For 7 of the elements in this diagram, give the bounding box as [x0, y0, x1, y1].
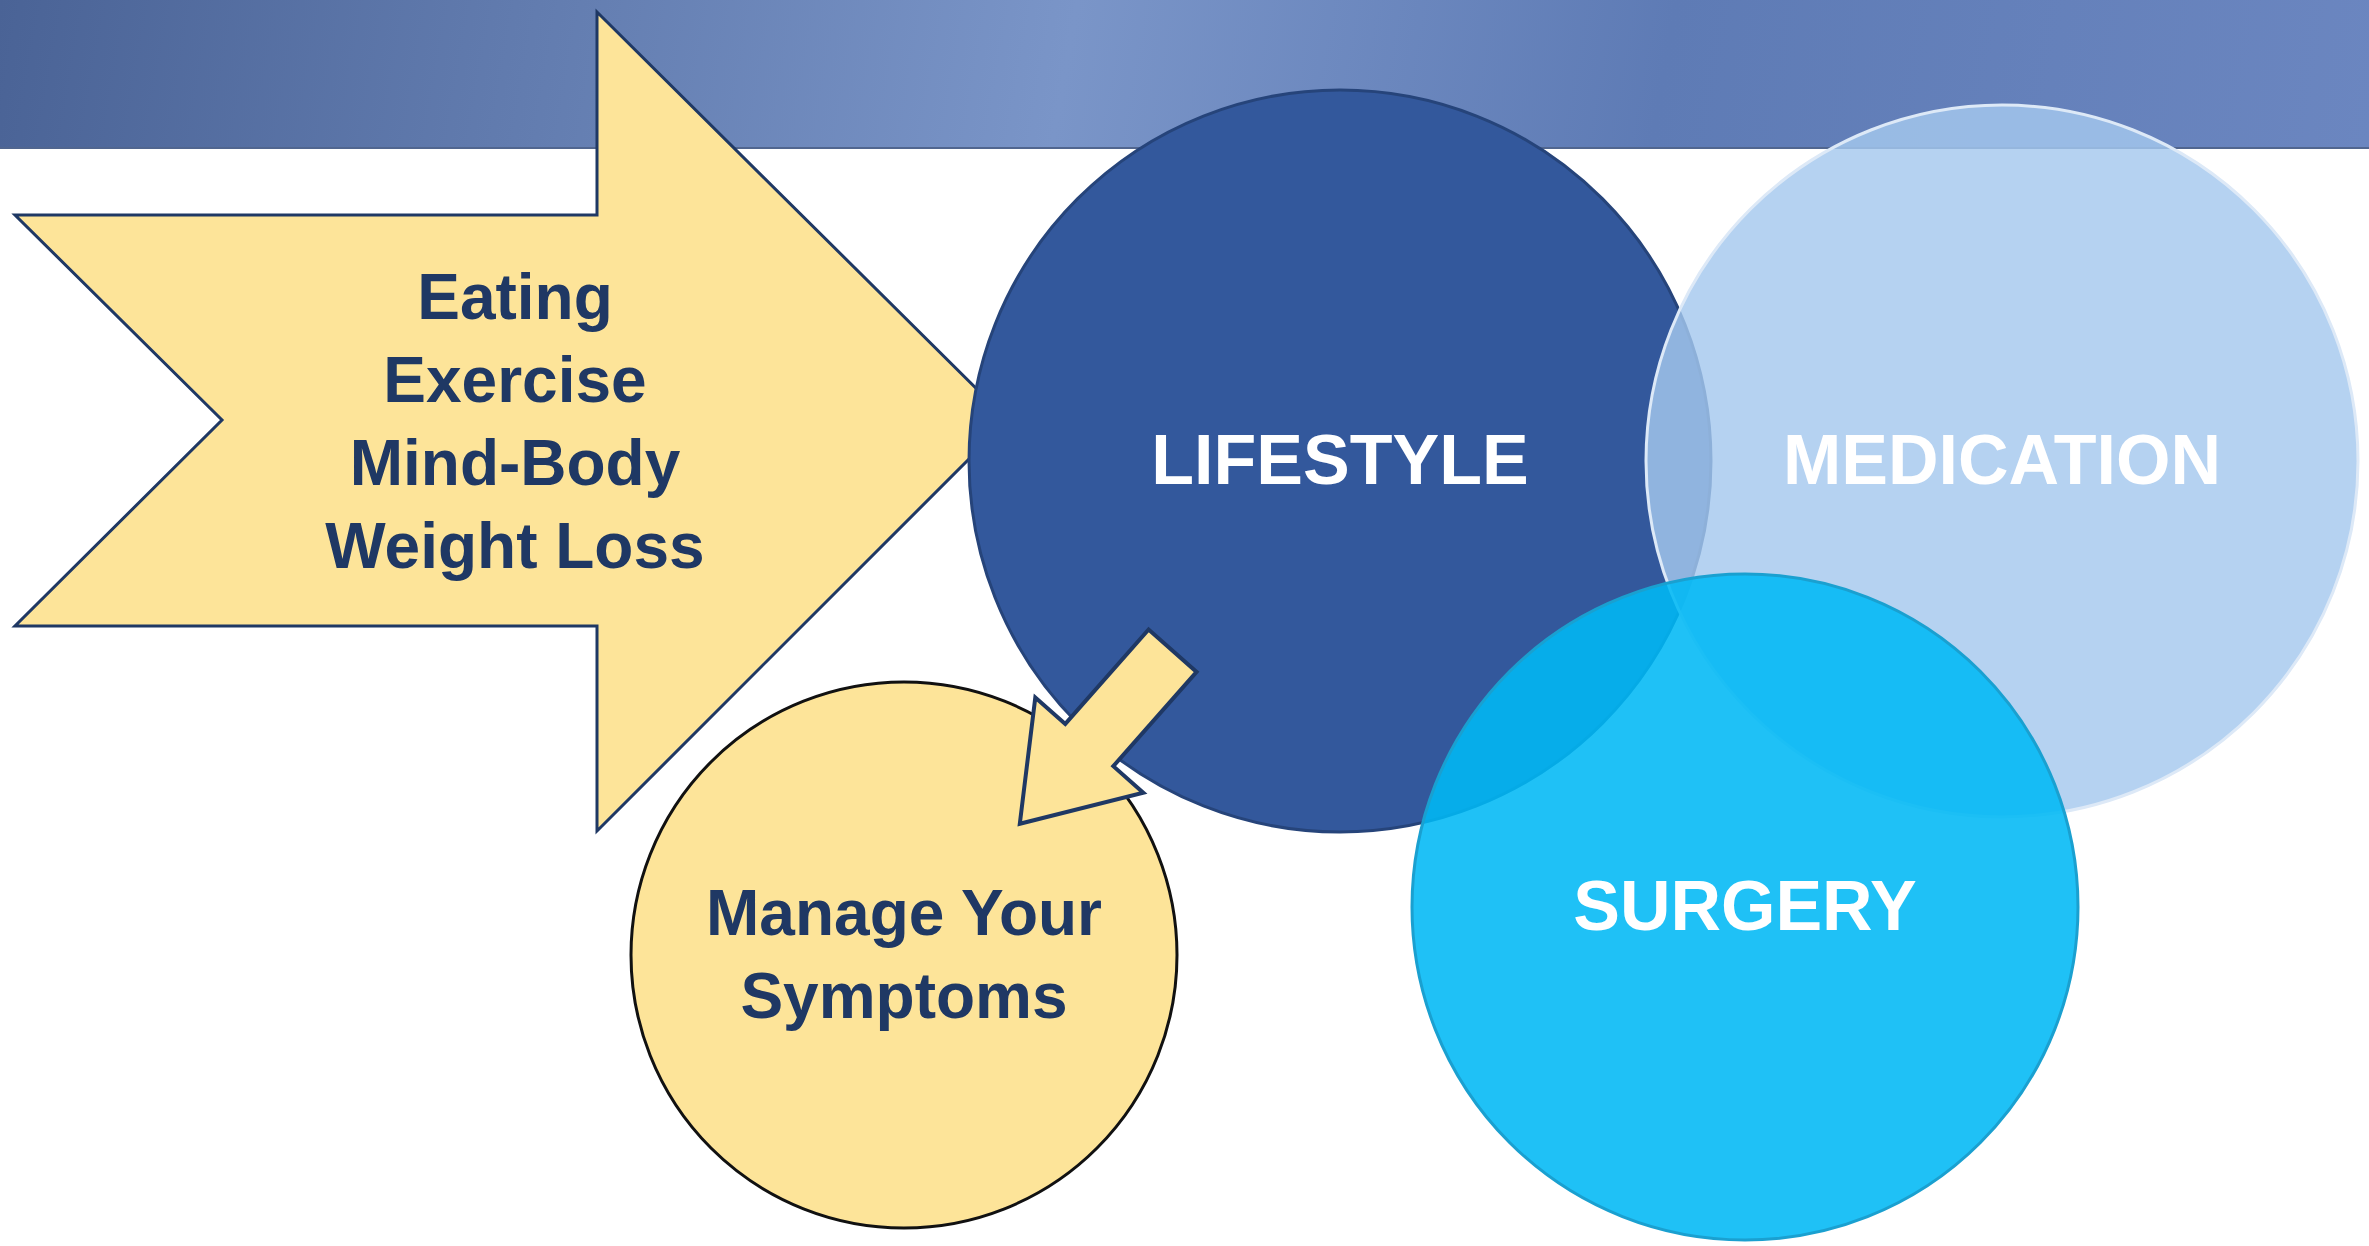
arrow — [1017, 626, 1200, 827]
node-label: Manage Your Symptoms — [705, 875, 1103, 1034]
circle-node — [629, 680, 1179, 1230]
node-label: MEDICATION — [1782, 420, 2222, 502]
node-label: LIFESTYLE — [1151, 420, 1529, 502]
circle-node — [1410, 572, 2080, 1242]
node-label: SURGERY — [1573, 866, 1917, 948]
